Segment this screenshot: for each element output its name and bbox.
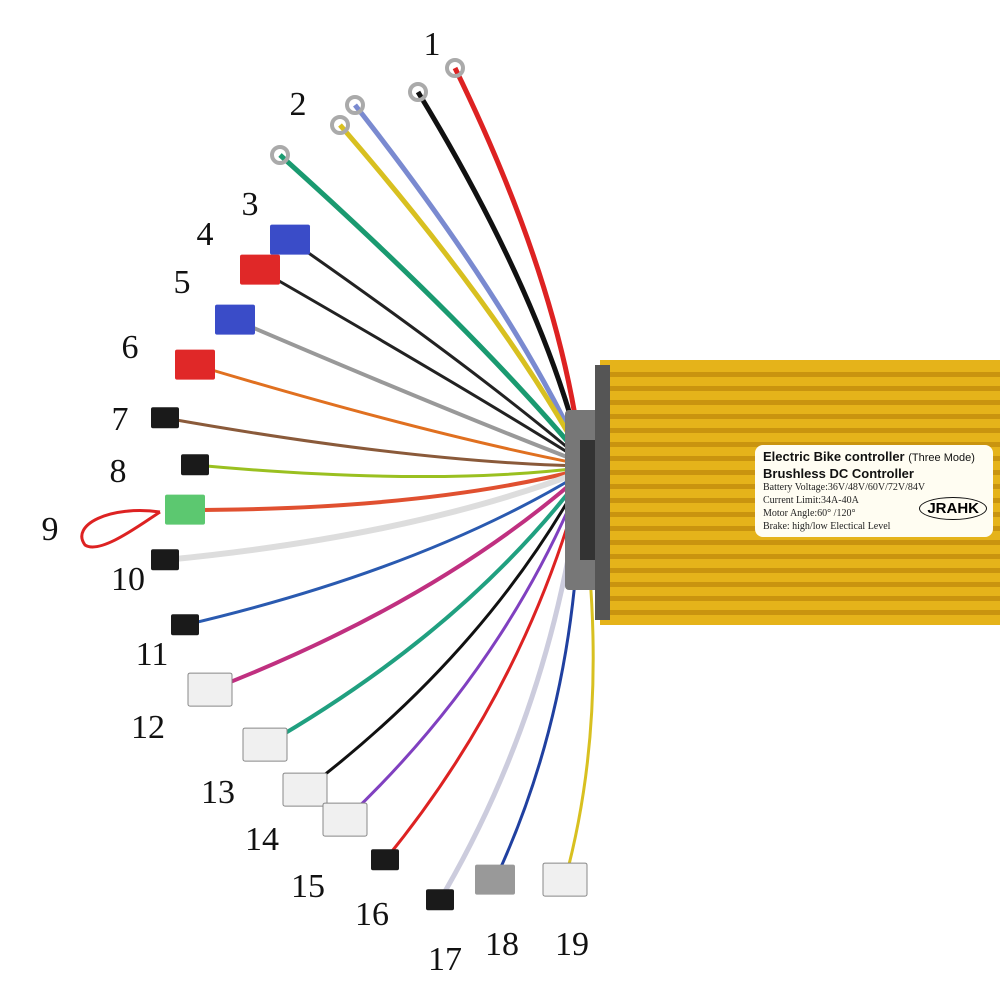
black-connector bbox=[151, 549, 179, 571]
wire-loop bbox=[80, 509, 161, 549]
label-battery-voltage: Battery Voltage:36V/48V/60V/72V/84V bbox=[763, 482, 926, 493]
wire bbox=[194, 463, 581, 479]
wire bbox=[452, 66, 583, 449]
housing-rib bbox=[605, 428, 1000, 433]
wire bbox=[383, 483, 582, 861]
housing-rib bbox=[605, 386, 1000, 391]
wire bbox=[343, 481, 582, 822]
housing-rib bbox=[605, 442, 1000, 447]
wire bbox=[164, 469, 582, 563]
callout-5: 5 bbox=[173, 264, 191, 301]
wire bbox=[209, 474, 582, 692]
white-connector bbox=[242, 727, 288, 762]
callout-13: 13 bbox=[201, 774, 235, 811]
callout-7: 7 bbox=[111, 401, 129, 438]
wire bbox=[234, 318, 581, 464]
wire bbox=[264, 476, 582, 747]
black-connector bbox=[181, 454, 209, 476]
label-motor-angle: Motor Angle:60° /120° bbox=[763, 508, 856, 519]
housing-rib bbox=[605, 400, 1000, 405]
white-connector bbox=[322, 802, 368, 837]
housing-rib bbox=[605, 610, 1000, 615]
white-connector bbox=[282, 772, 328, 807]
wire bbox=[164, 416, 581, 468]
callout-6: 6 bbox=[121, 329, 139, 366]
callout-1: 1 bbox=[423, 26, 441, 63]
black-connector bbox=[151, 407, 179, 429]
gray-connector bbox=[475, 864, 515, 895]
blue-connector bbox=[215, 304, 255, 335]
red-connector bbox=[240, 254, 280, 285]
callout-18: 18 bbox=[485, 926, 519, 963]
blue-connector bbox=[270, 224, 310, 255]
housing-rib bbox=[605, 568, 1000, 573]
label-title: Electric Bike controller bbox=[763, 449, 905, 464]
wire bbox=[353, 103, 583, 454]
label-current-limit: Current Limit:34A-40A bbox=[763, 495, 859, 506]
wire bbox=[194, 363, 581, 466]
wire bbox=[259, 268, 581, 462]
callout-4: 4 bbox=[196, 216, 214, 253]
callout-10: 10 bbox=[111, 561, 145, 598]
callout-16: 16 bbox=[355, 896, 389, 933]
ring-terminal bbox=[445, 58, 465, 78]
ring-terminal bbox=[270, 145, 290, 165]
white-connector bbox=[187, 672, 233, 707]
label-brake: Brake: high/low Electical Level bbox=[763, 521, 891, 532]
callout-11: 11 bbox=[135, 636, 169, 673]
label-subtitle: Brushless DC Controller bbox=[763, 466, 914, 481]
housing-rib bbox=[605, 554, 1000, 559]
wire bbox=[415, 90, 583, 451]
callout-3: 3 bbox=[241, 186, 259, 223]
controller-spec-label: Electric Bike controller (Three Mode) Br… bbox=[755, 445, 993, 537]
red-connector bbox=[175, 349, 215, 380]
wire bbox=[289, 238, 581, 460]
wire bbox=[278, 153, 582, 458]
housing-rib bbox=[605, 582, 1000, 587]
wire bbox=[304, 479, 582, 792]
black-connector bbox=[371, 849, 399, 871]
callout-12: 12 bbox=[131, 709, 165, 746]
housing-rib bbox=[605, 372, 1000, 377]
ring-terminal bbox=[408, 82, 428, 102]
wire bbox=[184, 472, 581, 627]
wire bbox=[338, 123, 583, 456]
callout-19: 19 bbox=[555, 926, 589, 963]
callout-8: 8 bbox=[109, 453, 127, 490]
callout-15: 15 bbox=[291, 868, 325, 905]
callout-2: 2 bbox=[289, 86, 307, 123]
callout-9: 9 bbox=[41, 511, 59, 548]
ring-terminal bbox=[330, 115, 350, 135]
wire bbox=[184, 468, 581, 512]
green-connector bbox=[165, 494, 205, 525]
black-connector bbox=[171, 614, 199, 636]
housing-rib bbox=[605, 414, 1000, 419]
callout-17: 17 bbox=[428, 941, 462, 978]
brand-logo: JRAHK bbox=[919, 497, 987, 520]
housing-rib bbox=[605, 596, 1000, 601]
black-connector bbox=[426, 889, 454, 911]
callout-14: 14 bbox=[245, 821, 279, 858]
housing-rib bbox=[605, 540, 1000, 545]
ring-terminal bbox=[345, 95, 365, 115]
label-mode: (Three Mode) bbox=[908, 452, 975, 464]
white-connector bbox=[542, 862, 588, 897]
